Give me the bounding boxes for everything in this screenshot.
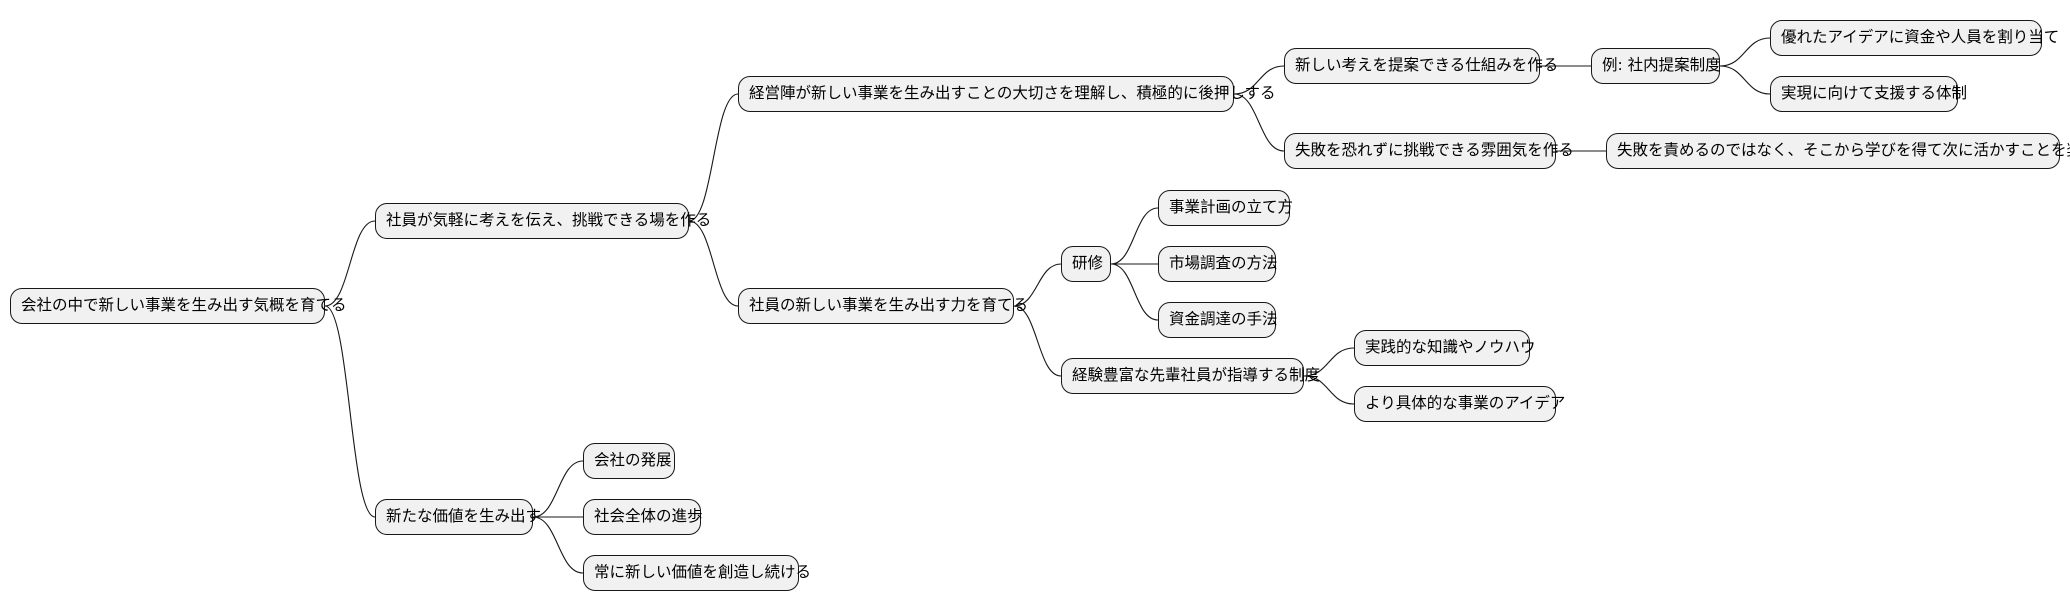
connector-root-node-to-branch-node-create-value <box>324 305 376 518</box>
connector-branch-node-open-environment-to-branch-node-management-support <box>688 93 739 222</box>
connector-branch-node-develop-skills-to-branch-node-mentoring-system <box>1013 305 1062 377</box>
leaf-node-learn-from-failure: 失敗を責めるのではなく、そこから学びを得て次に活かすことを奨励 <box>1606 133 2070 169</box>
connector-branch-node-develop-skills-to-branch-node-training <box>1013 263 1062 307</box>
connector-branch-node-training-to-leaf-node-fundraising <box>1110 263 1159 321</box>
connector-branch-node-training-to-leaf-node-business-planning <box>1110 207 1159 265</box>
connector-branch-node-mentoring-system-to-leaf-node-practical-knowhow <box>1303 347 1355 377</box>
connector-branch-node-example-internal-proposal-to-leaf-node-support-system <box>1719 65 1771 95</box>
branch-node-create-value: 新たな価値を生み出す <box>375 499 541 535</box>
connector-branch-node-create-value-to-leaf-node-company-growth <box>532 460 584 518</box>
branch-node-management-support: 経営陣が新しい事業を生み出すことの大切さを理解し、積極的に後押しする <box>738 76 1276 112</box>
leaf-node-allocate-resources: 優れたアイデアに資金や人員を割り当て <box>1770 20 2059 56</box>
leaf-node-support-system: 実現に向けて支援する体制 <box>1770 76 1967 112</box>
leaf-node-company-growth: 会社の発展 <box>583 443 675 479</box>
leaf-node-fundraising: 資金調達の手法 <box>1158 302 1278 338</box>
root-node: 会社の中で新しい事業を生み出す気概を育てる <box>10 288 347 324</box>
leaf-node-market-research: 市場調査の方法 <box>1158 246 1278 282</box>
connector-branch-node-management-support-to-branch-node-fearless-culture <box>1233 93 1285 152</box>
connector-branch-node-management-support-to-branch-node-proposal-system <box>1233 65 1285 95</box>
connector-branch-node-mentoring-system-to-leaf-node-concrete-ideas <box>1303 375 1355 405</box>
branch-node-fearless-culture: 失敗を恐れずに挑戦できる雰囲気を作る <box>1284 133 1574 169</box>
leaf-node-business-planning: 事業計画の立て方 <box>1158 190 1293 226</box>
connector-root-node-to-branch-node-open-environment <box>324 220 376 307</box>
leaf-node-social-progress: 社会全体の進歩 <box>583 499 703 535</box>
branch-node-example-internal-proposal: 例: 社内提案制度 <box>1591 48 1721 84</box>
leaf-node-continuous-value: 常に新しい価値を創造し続ける <box>583 555 811 591</box>
connector-branch-node-example-internal-proposal-to-leaf-node-allocate-resources <box>1719 37 1771 67</box>
branch-node-training: 研修 <box>1061 246 1111 282</box>
branch-node-proposal-system: 新しい考えを提案できる仕組みを作る <box>1284 48 1558 84</box>
branch-node-develop-skills: 社員の新しい事業を生み出す力を育てる <box>738 288 1028 324</box>
leaf-node-concrete-ideas: より具体的な事業のアイデア <box>1354 386 1565 422</box>
leaf-node-practical-knowhow: 実践的な知識やノウハウ <box>1354 330 1536 366</box>
connector-branch-node-create-value-to-leaf-node-continuous-value <box>532 516 584 574</box>
branch-node-mentoring-system: 経験豊富な先輩社員が指導する制度 <box>1061 358 1320 394</box>
connector-branch-node-open-environment-to-branch-node-develop-skills <box>688 220 739 307</box>
branch-node-open-environment: 社員が気軽に考えを伝え、挑戦できる場を作る <box>375 203 711 239</box>
